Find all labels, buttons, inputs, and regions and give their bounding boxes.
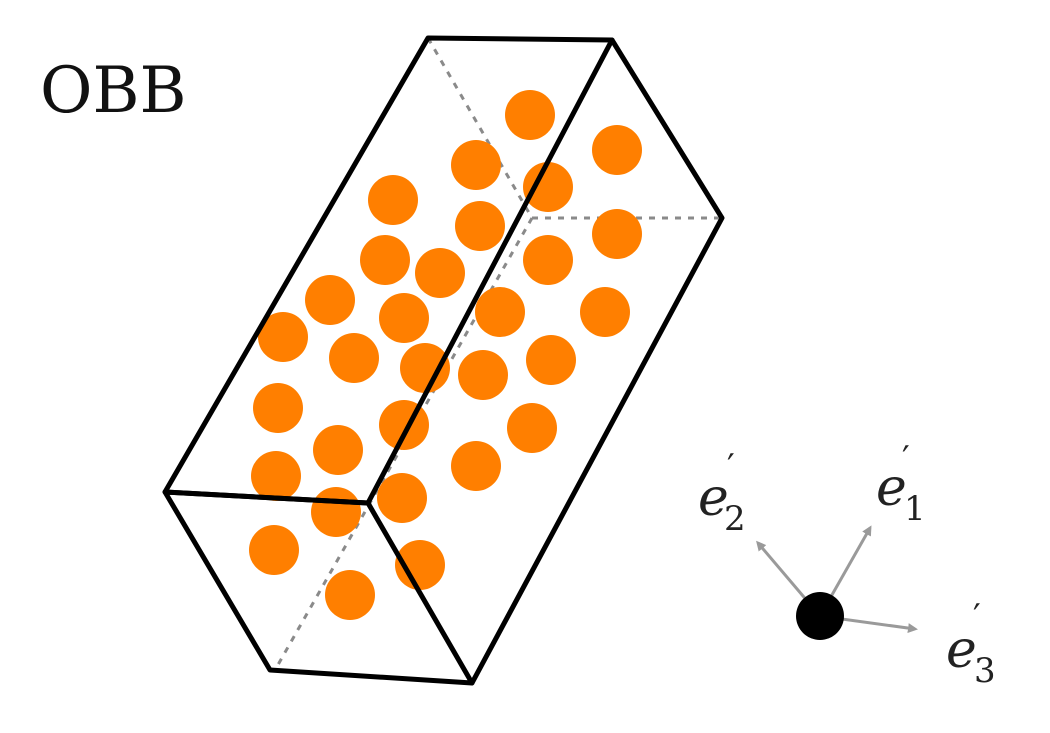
particle xyxy=(251,451,301,501)
axis-e2-prime: ′ xyxy=(727,447,735,487)
local-frame: e 1 ′ e 2 ′ e 3 ′ xyxy=(698,439,996,691)
particle xyxy=(368,175,418,225)
axis-e2-label: e 2 ′ xyxy=(698,447,746,539)
axis-e3-subscript: 3 xyxy=(974,651,996,691)
particle xyxy=(475,287,525,337)
particle xyxy=(523,162,573,212)
particle xyxy=(360,235,410,285)
particle xyxy=(458,350,508,400)
particle xyxy=(580,287,630,337)
particle xyxy=(258,312,308,362)
particle xyxy=(507,403,557,453)
particle xyxy=(379,293,429,343)
particle xyxy=(377,473,427,523)
axis-e1-prime: ′ xyxy=(902,439,910,479)
particle xyxy=(451,140,501,190)
axis-e2-base: e xyxy=(698,468,729,528)
axis-e1-label: e 1 ′ xyxy=(876,439,926,529)
axis-e1-subscript: 1 xyxy=(904,489,926,529)
axis-e2-subscript: 2 xyxy=(724,499,746,539)
particle xyxy=(249,525,299,575)
particle xyxy=(311,487,361,537)
axis-e3-prime: ′ xyxy=(973,597,981,637)
box-right-face xyxy=(469,37,725,686)
particle xyxy=(305,275,355,325)
particle xyxy=(451,441,501,491)
particle xyxy=(313,425,363,475)
particle xyxy=(523,235,573,285)
particle xyxy=(526,335,576,385)
diagram-title: OBB xyxy=(40,54,187,128)
hidden-edge-top xyxy=(426,37,534,219)
particle xyxy=(455,201,505,251)
particle xyxy=(329,333,379,383)
frame-origin-dot xyxy=(796,592,844,640)
particle-group xyxy=(249,90,642,620)
axis-e1-base: e xyxy=(876,458,907,518)
axis-e3-base: e xyxy=(946,620,977,680)
axis-e3-label: e 3 ′ xyxy=(946,597,996,691)
particle xyxy=(253,383,303,433)
particle xyxy=(592,209,642,259)
particle xyxy=(395,540,445,590)
particle xyxy=(400,343,450,393)
particle xyxy=(505,90,555,140)
particle xyxy=(325,570,375,620)
hidden-edge-long xyxy=(273,217,534,671)
particle xyxy=(592,125,642,175)
particle xyxy=(415,248,465,298)
particle xyxy=(379,400,429,450)
box-edges xyxy=(162,35,725,686)
